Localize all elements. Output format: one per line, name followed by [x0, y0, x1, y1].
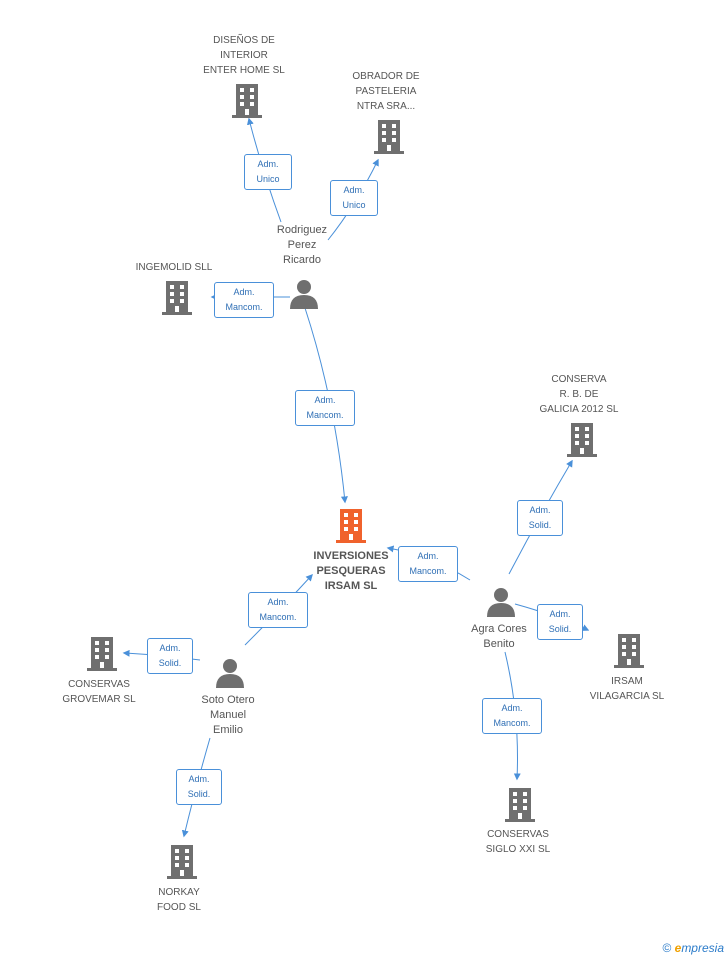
- edge-label-agra-siglo: Adm. Mancom.: [482, 698, 542, 734]
- empresia-footer[interactable]: © empresia: [662, 941, 724, 955]
- node-label-irsam-vilagarcia[interactable]: IRSAM VILAGARCIA SL: [589, 676, 665, 702]
- edge-label-soto-norkay: Adm. Solid.: [176, 769, 222, 805]
- brand-logo-text: mpresia: [681, 941, 724, 955]
- node-label-obrador[interactable]: OBRADOR DE PASTELERIA NTRA SRA...: [352, 71, 420, 112]
- edge-label-soto-center: Adm. Mancom.: [248, 592, 308, 628]
- center-building-icon[interactable]: [336, 509, 366, 543]
- node-label-center[interactable]: INVERSIONES PESQUERAS IRSAM SL: [313, 550, 389, 592]
- building-icon[interactable]: [374, 120, 404, 154]
- person-icon[interactable]: [215, 658, 245, 688]
- node-label-conservas-siglo[interactable]: CONSERVAS SIGLO XXI SL: [485, 829, 551, 855]
- building-icon[interactable]: [162, 281, 192, 315]
- node-label-norkay[interactable]: NORKAY FOOD SL: [157, 887, 201, 913]
- building-icon[interactable]: [567, 423, 597, 457]
- copyright-symbol: ©: [662, 941, 672, 955]
- edge-label-rodriguez-center: Adm. Mancom.: [295, 390, 355, 426]
- node-label-disenos[interactable]: DISEÑOS DE INTERIOR ENTER HOME SL: [203, 35, 285, 76]
- node-label-conservas-grovemar[interactable]: CONSERVAS GROVEMAR SL: [62, 679, 136, 705]
- edge-label-agra-irsam: Adm. Solid.: [537, 604, 583, 640]
- edge-label-agra-center: Adm. Mancom.: [398, 546, 458, 582]
- building-icon[interactable]: [167, 845, 197, 879]
- node-label-soto[interactable]: Soto Otero Manuel Emilio: [201, 694, 255, 736]
- edge-label-soto-grovemar: Adm. Solid.: [147, 638, 193, 674]
- edge-label-agra-conserva: Adm. Solid.: [517, 500, 563, 536]
- edge-label-rodriguez-disenos: Adm. Unico: [244, 154, 292, 190]
- node-label-rodriguez[interactable]: Rodriguez Perez Ricardo: [276, 224, 328, 266]
- person-icon[interactable]: [486, 587, 516, 617]
- person-icon[interactable]: [289, 279, 319, 309]
- node-label-agra[interactable]: Agra Cores Benito: [471, 623, 527, 650]
- building-icon[interactable]: [505, 788, 535, 822]
- building-icon[interactable]: [614, 634, 644, 668]
- edge-label-rodriguez-ingemolid: Adm. Mancom.: [214, 282, 274, 318]
- building-icon[interactable]: [232, 84, 262, 118]
- node-label-conserva-rb[interactable]: CONSERVA R. B. DE GALICIA 2012 SL: [539, 374, 619, 415]
- building-icon[interactable]: [87, 637, 117, 671]
- node-label-ingemolid[interactable]: INGEMOLID SLL: [135, 262, 213, 273]
- edge-label-rodriguez-obrador: Adm. Unico: [330, 180, 378, 216]
- brand-logo-e: e: [674, 941, 682, 955]
